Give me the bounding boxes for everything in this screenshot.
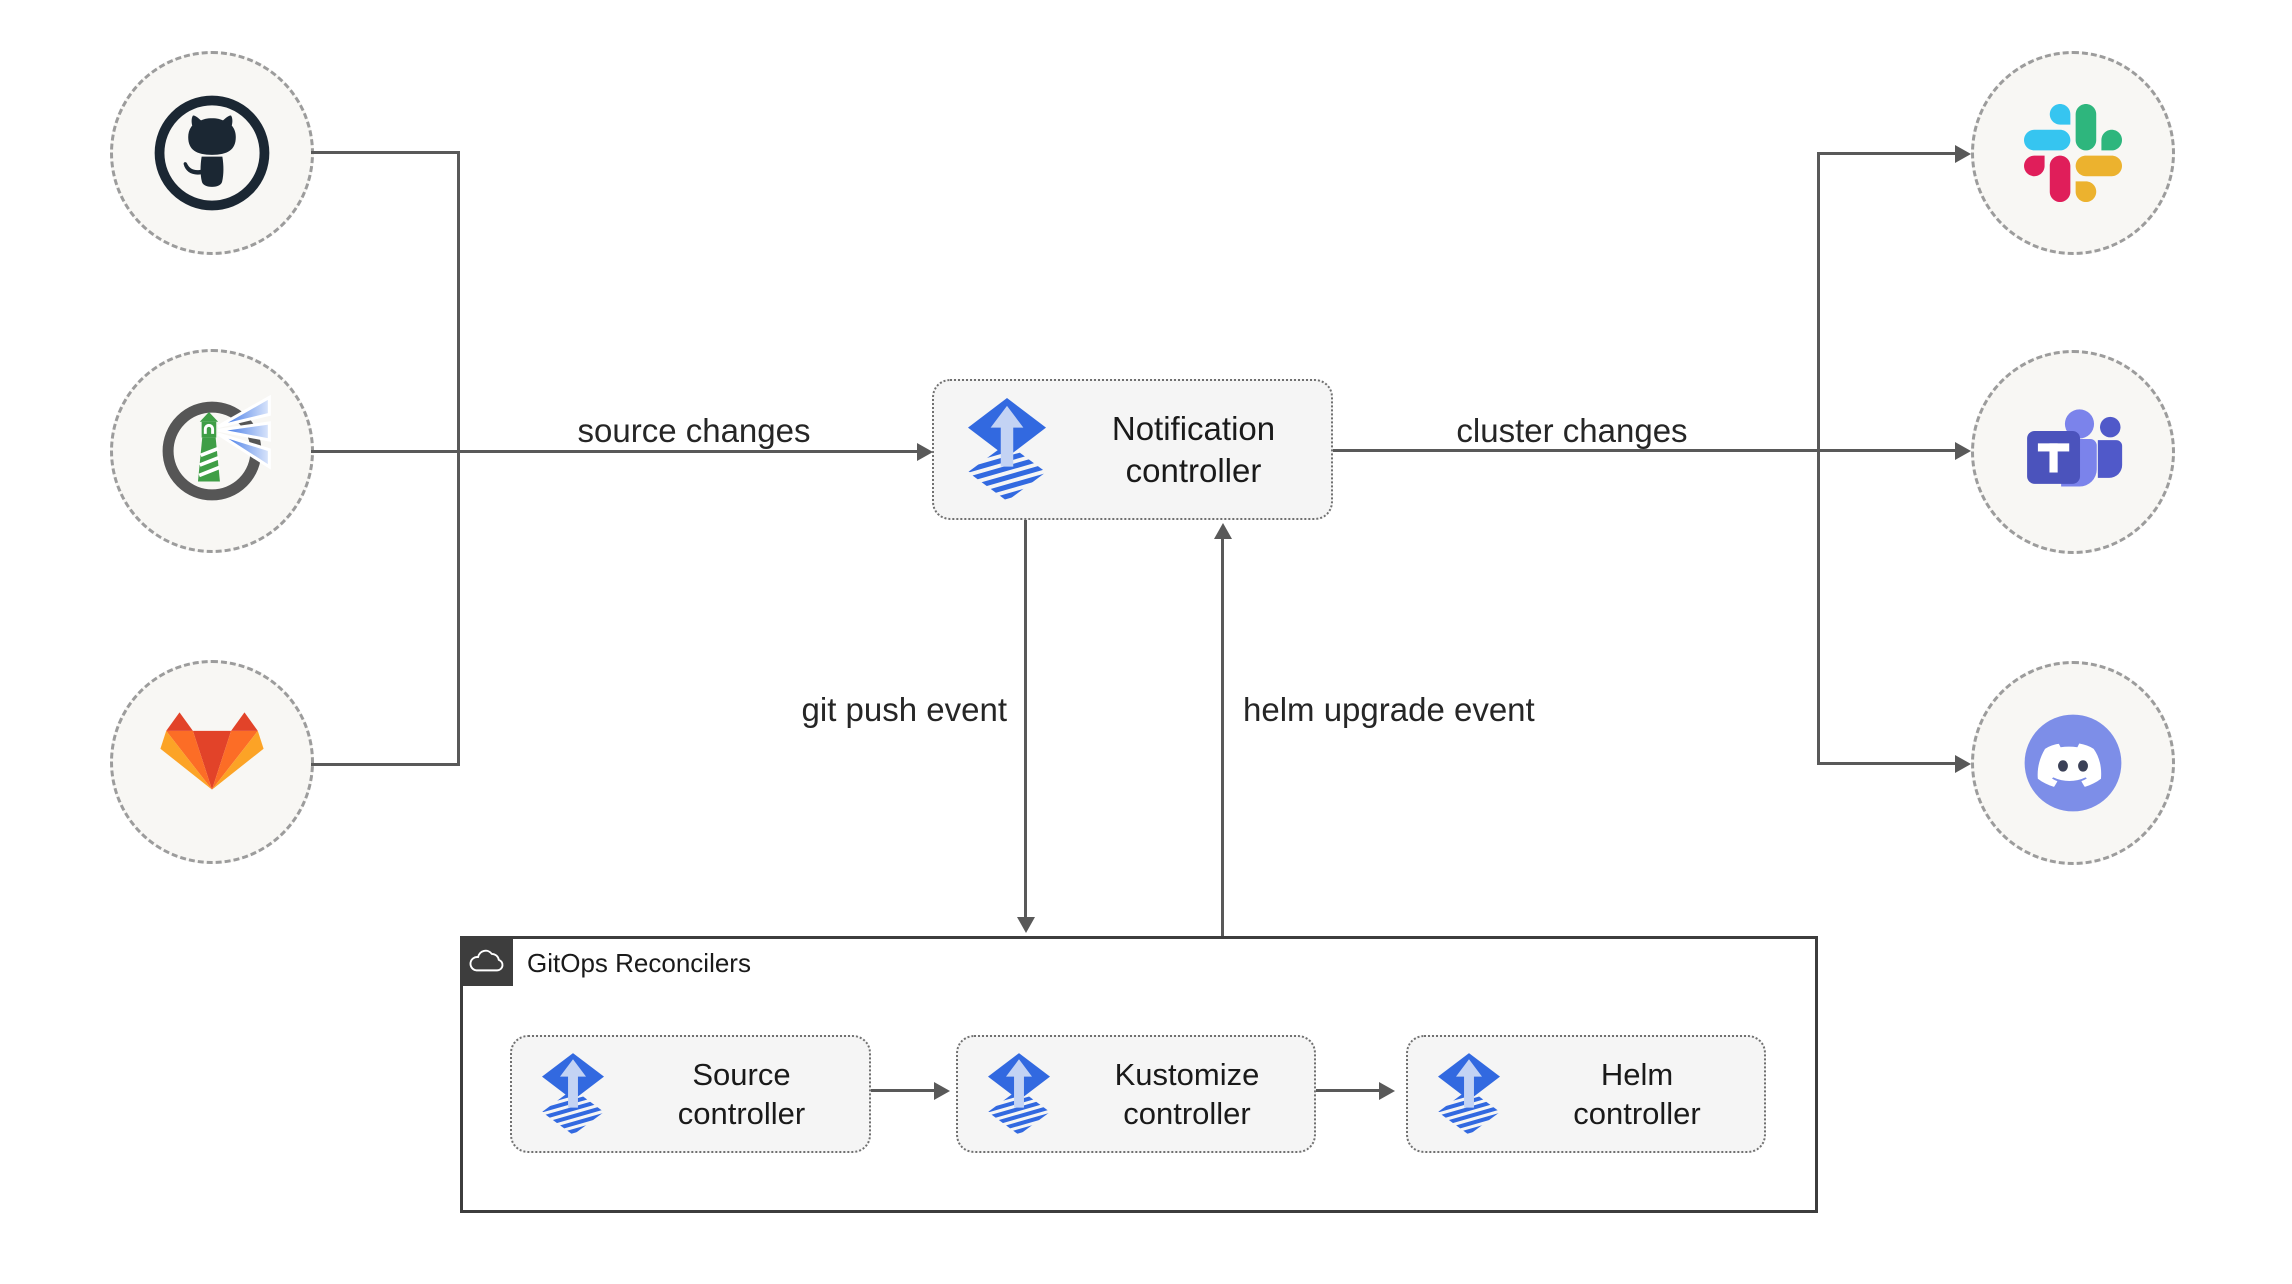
kustomize-controller-node: Kustomize controller: [956, 1035, 1316, 1153]
arrow-helm-upgrade-head: [1213, 523, 1232, 539]
arrow-kustomize-helm-line: [1313, 1089, 1381, 1092]
edge-label-helm-upgrade-event: helm upgrade event: [1243, 691, 1535, 728]
arrow-helm-upgrade-line: [1221, 538, 1224, 937]
connector-gitlab-stub: [311, 763, 459, 766]
edge-label-git-push-event: git push event: [801, 691, 1007, 728]
teams-icon: [2027, 409, 2123, 487]
gitops-group-badge: [460, 936, 513, 986]
discord-icon: [2024, 714, 2122, 812]
slack-icon: [2024, 104, 2122, 202]
edge-label-cluster-changes: cluster changes: [1456, 412, 1688, 449]
connector-left-vertical: [457, 151, 460, 766]
arrow-source-kustomize-line: [868, 1089, 936, 1092]
slack-endpoint: [1971, 51, 2175, 255]
harbor-icon: [162, 394, 271, 501]
flux-icon: [968, 398, 1046, 501]
connector-slack-branch: [1817, 152, 1957, 155]
arrow-cluster-changes-head: [1955, 441, 1971, 460]
gitops-group-title: GitOps Reconcilers: [527, 947, 751, 978]
gitlab-endpoint: [110, 660, 314, 864]
flux-icon: [988, 1053, 1050, 1135]
connector-right-vertical: [1817, 152, 1820, 765]
connector-github-stub: [311, 151, 459, 154]
discord-endpoint: [1971, 661, 2175, 865]
helm-controller-label: Helm controller: [1573, 1056, 1701, 1131]
arrow-git-push-head: [1016, 917, 1035, 933]
gitlab-icon: [160, 712, 264, 790]
arrow-git-push-line: [1024, 520, 1027, 919]
flux-icon: [542, 1053, 604, 1135]
source-controller-node: Source controller: [510, 1035, 871, 1153]
github-icon: [154, 95, 270, 211]
notification-controller-label: Notification controller: [1111, 409, 1276, 489]
arrow-source-changes-line: [311, 450, 922, 453]
gitops-reconcilers-group: GitOps Reconcilers Source controller Kus…: [460, 936, 1818, 1213]
edge-label-source-changes: source changes: [577, 412, 811, 449]
harbor-endpoint: [110, 349, 314, 553]
arrow-slack-head: [1955, 144, 1971, 163]
github-endpoint: [110, 51, 314, 255]
helm-controller-node: Helm controller: [1406, 1035, 1766, 1153]
cloud-icon: [469, 949, 503, 971]
notification-controller-node: Notification controller: [932, 379, 1333, 520]
arrow-discord-head: [1955, 754, 1971, 773]
arrow-cluster-changes-line: [1333, 449, 1957, 452]
flux-icon: [1438, 1053, 1500, 1135]
arrow-source-changes-head: [917, 442, 933, 461]
arrow-kustomize-helm-head: [1379, 1081, 1395, 1100]
source-controller-label: Source controller: [677, 1056, 806, 1131]
kustomize-controller-label: Kustomize controller: [1114, 1056, 1260, 1131]
connector-discord-branch: [1817, 762, 1957, 765]
teams-endpoint: [1971, 350, 2175, 554]
arrow-source-kustomize-head: [934, 1081, 950, 1100]
